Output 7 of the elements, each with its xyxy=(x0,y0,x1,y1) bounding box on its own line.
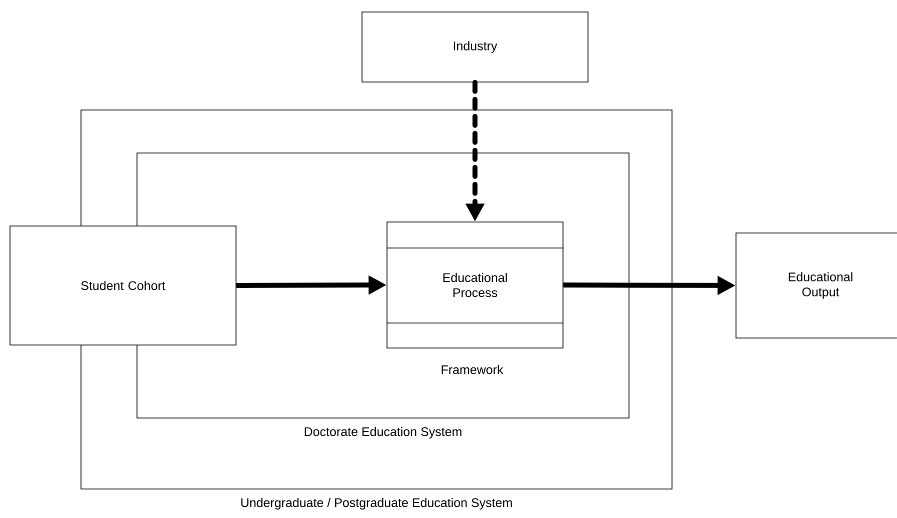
process-box: Educational Output xyxy=(736,232,897,338)
process-box: Educational Process xyxy=(386,222,564,348)
node-label: Doctorate Education System xyxy=(304,426,462,439)
process-box: Student Cohort xyxy=(10,226,236,346)
node-label: Undergraduate / Postgraduate Education System xyxy=(241,498,512,510)
process-box: Industry xyxy=(362,12,588,82)
node-caption: Framework xyxy=(442,364,504,374)
